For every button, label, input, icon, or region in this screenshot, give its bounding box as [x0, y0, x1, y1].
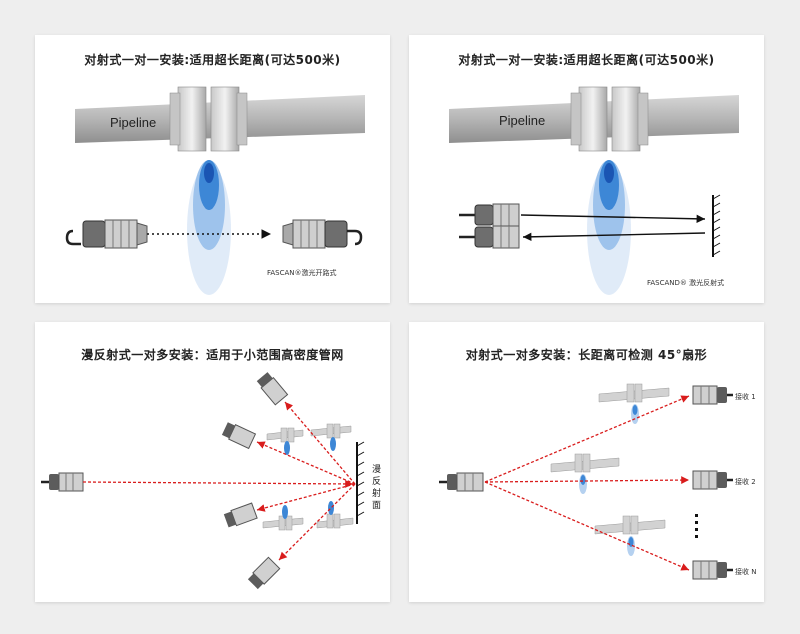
panel-title: 漫反射式一对多安装：适用于小范围高密度管网: [81, 348, 344, 362]
receiver-sensor: [223, 502, 258, 528]
gas-leak-plume: [587, 160, 631, 295]
diagram-diffuse: 漫 反 射 面: [41, 372, 381, 590]
diagram-fan: 接收 1 接收 2 接收 N: [439, 383, 756, 580]
receiver-label-n: 接收 N: [735, 567, 756, 576]
receiver-sensor: [692, 560, 733, 580]
emitter-sensor: [439, 472, 484, 492]
panel-title: 对射式一对一安装:适用超长距离(可达500米): [84, 53, 341, 67]
pipe-flange: [570, 86, 649, 152]
reflector-label-1: 漫: [372, 463, 381, 475]
laser-receiver: [282, 219, 363, 249]
panel-opposed-single: 对射式一对一安装:适用超长距离(可达500米) Pipeline: [35, 35, 390, 303]
reflector-label-3: 射: [372, 487, 381, 499]
reflect-beam: [256, 441, 356, 485]
pipe-label: Pipeline: [499, 113, 545, 128]
reflect-beam: [284, 401, 356, 485]
panel-opposed-reflective: 对射式一对一安装:适用超长距离(可达500米) Pipeline: [409, 35, 764, 303]
reflect-beam: [278, 483, 356, 561]
receiver-sensor: [221, 422, 257, 450]
small-flames: [579, 404, 639, 556]
receiver-label-1: 接收 1: [735, 392, 756, 401]
laser-transceiver-top: [459, 203, 520, 227]
brand-caption: FASCAN®激光开路式: [267, 268, 337, 277]
emitter-sensor: [41, 472, 84, 492]
panel-title: 对射式一对多安装：长距离可检测 45°扇形: [465, 348, 708, 362]
receiver-sensor: [692, 385, 733, 405]
ellipsis-dots: [695, 514, 698, 538]
reflector-label-4: 面: [372, 500, 381, 511]
brand-caption: FASCAND® 激光反射式: [647, 278, 724, 287]
reflector-label-2: 反: [372, 476, 381, 487]
outgoing-beam: [520, 214, 706, 224]
pipe-label: Pipeline: [110, 115, 156, 130]
gas-leak-plume: [187, 160, 231, 295]
laser-transceiver-bottom: [459, 225, 520, 249]
small-pipe: [262, 423, 354, 531]
fan-beam: [484, 481, 690, 571]
reflector: [712, 194, 721, 257]
diagram-opposed-single: Pipeline: [65, 86, 365, 295]
small-flames: [282, 437, 336, 519]
receiver-label-2: 接收 2: [735, 477, 756, 486]
pipe-flange: [169, 86, 248, 152]
fan-beam: [484, 476, 690, 484]
panel-title: 对射式一对一安装:适用超长距离(可达500米): [458, 53, 715, 67]
panel-opposed-fan: 对射式一对多安装：长距离可检测 45°扇形: [409, 322, 764, 602]
reflect-beam: [256, 483, 356, 512]
panel-diffuse-multi: 漫反射式一对多安装：适用于小范围高密度管网 漫 反 射 面: [35, 322, 390, 602]
return-beam: [522, 232, 706, 242]
receiver-sensor: [256, 372, 289, 406]
fan-beam: [484, 395, 690, 483]
receiver-sensor: [247, 556, 281, 590]
emit-beam: [82, 480, 354, 488]
diagram-reflective: Pipeline: [449, 86, 739, 295]
small-pipe: [550, 383, 670, 535]
diffuse-reflector: [356, 441, 365, 524]
laser-transmitter: [65, 219, 148, 249]
receiver-sensor: [692, 470, 733, 490]
